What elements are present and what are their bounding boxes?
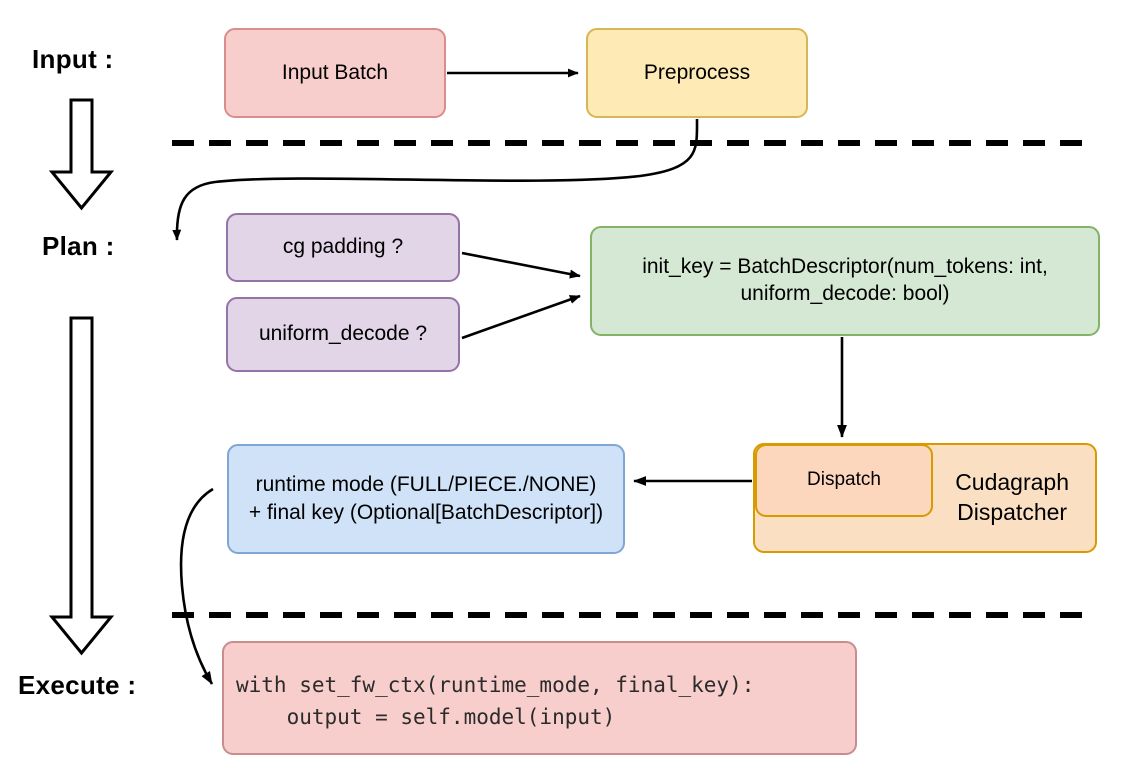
edge-runtime-mode-to-code-block [179, 487, 214, 685]
edge-uniform-decode-to-init-key [461, 294, 581, 340]
node-preprocess[interactable]: Preprocess [586, 28, 808, 118]
stage-label-input: Input : [32, 44, 114, 74]
edge-cg-padding-to-init-key [461, 251, 581, 279]
node-dispatch[interactable]: Dispatch [755, 444, 933, 517]
node-input-batch[interactable]: Input Batch [224, 28, 446, 118]
node-init-key[interactable]: init_key = BatchDescriptor(num_tokens: i… [590, 226, 1100, 336]
stage-label-plan: Plan : [42, 231, 115, 261]
node-code-block[interactable]: with set_fw_ctx(runtime_mode, final_key)… [222, 641, 857, 755]
code-block-text: with set_fw_ctx(runtime_mode, final_key)… [236, 673, 755, 729]
stage-label-execute: Execute : [18, 670, 137, 700]
node-runtime-mode[interactable]: runtime mode (FULL/PIECE./NONE) + final … [227, 444, 625, 554]
node-cg-padding[interactable]: cg padding ? [226, 213, 460, 282]
plan-to-execute-arrow [48, 316, 115, 656]
input-to-plan-arrow [48, 98, 115, 211]
node-uniform-decode[interactable]: uniform_decode ? [226, 297, 460, 372]
